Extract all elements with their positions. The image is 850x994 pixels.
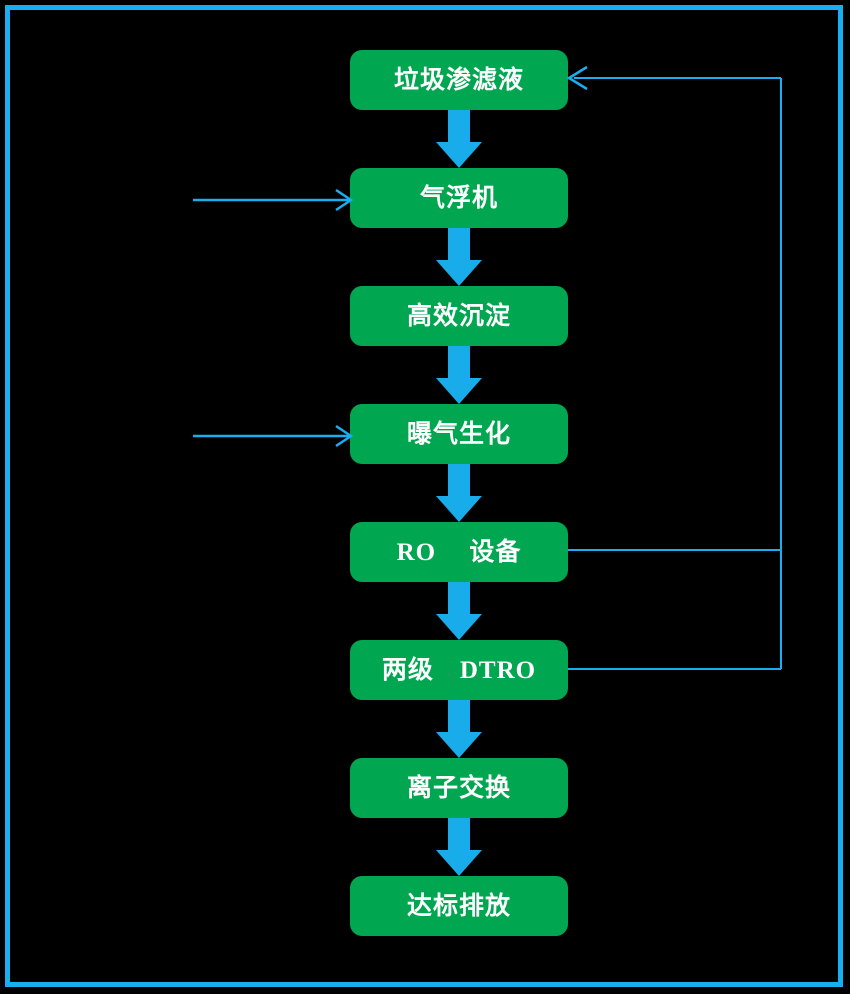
node-label-ion-exchange: 离子交换 <box>406 774 511 802</box>
down-arrow-icon-ro-to-dtro <box>436 582 482 640</box>
node-label-aeration-biochemical: 曝气生化 <box>406 420 511 448</box>
node-label-high-efficiency-sedimentation: 高效沉淀 <box>406 302 511 330</box>
node-ion-exchange[interactable]: 离子交换 <box>350 758 568 818</box>
down-arrow-icon-aeration-to-ro <box>436 464 482 522</box>
node-dissolved-air-flotation[interactable]: 气浮机 <box>350 168 568 228</box>
down-arrow-icon-daf-to-clarifier <box>436 228 482 286</box>
feed-arrow-icon-into-daf <box>193 188 353 212</box>
node-label-two-stage-dtro: 两级 DTRO <box>381 656 537 684</box>
feed-arrow-icon-into-aeration <box>193 424 353 448</box>
down-arrow-icon-influent-to-daf <box>436 110 482 168</box>
node-high-efficiency-sedimentation[interactable]: 高效沉淀 <box>350 286 568 346</box>
return-line-concentrate-recycle <box>560 60 800 685</box>
node-influent[interactable]: 垃圾渗滤液 <box>350 50 568 110</box>
down-arrow-icon-clarifier-to-aeration <box>436 346 482 404</box>
node-ro-equipment[interactable]: RO 设备 <box>350 522 568 582</box>
node-label-compliant-discharge: 达标排放 <box>406 892 511 920</box>
down-arrow-icon-dtro-to-ionex <box>436 700 482 758</box>
node-label-influent: 垃圾渗滤液 <box>393 66 524 94</box>
node-label-ro-equipment: RO 设备 <box>396 538 522 566</box>
node-aeration-biochemical[interactable]: 曝气生化 <box>350 404 568 464</box>
node-label-dissolved-air-flotation: 气浮机 <box>419 184 498 212</box>
down-arrow-icon-ionex-to-discharge <box>436 818 482 876</box>
node-compliant-discharge[interactable]: 达标排放 <box>350 876 568 936</box>
node-two-stage-dtro[interactable]: 两级 DTRO <box>350 640 568 700</box>
